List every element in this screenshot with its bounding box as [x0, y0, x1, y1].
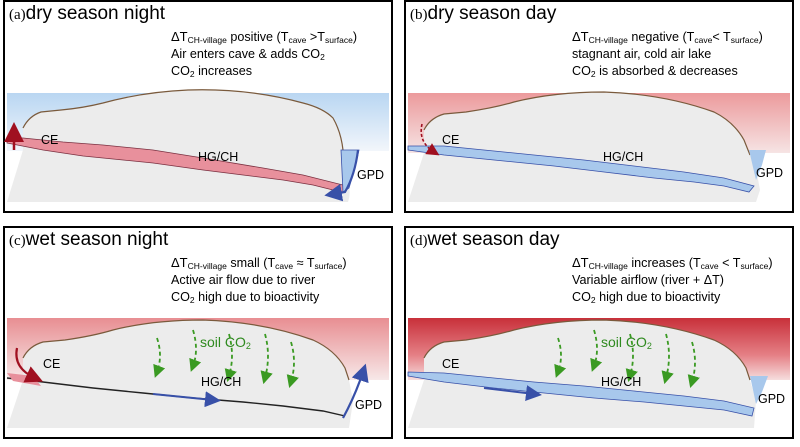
soil-co2-arrow	[189, 329, 202, 372]
label-gpd: GPD	[355, 398, 383, 412]
panel-d: (d)wet season day ΔTCH-village increases…	[404, 226, 794, 439]
label-soil-co2: soil CO2	[601, 334, 652, 351]
label-gpd: GPD	[357, 168, 385, 182]
outflow-arrow	[15, 347, 44, 383]
label-hg-ch: HG/CH	[198, 150, 239, 164]
panel-d-diagram	[404, 226, 794, 439]
panel-title: (d)wet season day	[410, 229, 560, 250]
label-ce: CE	[442, 357, 460, 371]
label-ce: CE	[442, 133, 460, 147]
soil-co2-arrow	[590, 329, 603, 372]
panel-info: ΔTCH-village positive (Tcave >Tsurface) …	[171, 29, 358, 79]
cave-ceiling	[423, 319, 751, 381]
soil-co2-arrow	[153, 337, 166, 378]
panel-a: (a)dry season night ΔTCH-village positiv…	[3, 0, 393, 213]
panel-c-diagram	[3, 226, 393, 439]
cave-body	[7, 320, 353, 428]
soil-co2-arrow	[224, 333, 237, 383]
panel-b-diagram	[404, 0, 794, 213]
panel-info: ΔTCH-village negative (Tcave< Tsurface) …	[572, 29, 763, 79]
soil-co2-arrow	[661, 333, 674, 385]
soil-co2-arrow	[687, 341, 700, 389]
label-ce: CE	[43, 357, 61, 371]
label-gpd: GPD	[758, 392, 786, 406]
cave-ceiling	[22, 319, 350, 381]
panel-title: (c)wet season night	[9, 229, 169, 250]
soil-co2-arrow	[554, 337, 567, 378]
cold-air-layer	[407, 371, 755, 417]
cold-air-pool	[749, 150, 766, 180]
panel-b: (b)dry season day ΔTCH-village negative …	[404, 0, 794, 213]
soil-co2-arrow	[286, 341, 299, 389]
label-gpd: GPD	[756, 166, 784, 180]
weak-outflow-arrow	[420, 123, 440, 156]
cold-air-pool	[750, 376, 768, 404]
river-airflow-arrow	[483, 385, 542, 401]
panel-a-diagram	[3, 0, 393, 213]
panel-info: ΔTCH-village increases (Tcave < Tsurface…	[572, 255, 773, 305]
label-hg-ch: HG/CH	[601, 375, 642, 389]
panel-title: (b)dry season day	[410, 3, 557, 24]
soil-co2-arrow	[260, 333, 273, 385]
river-airflow-arrow	[152, 391, 221, 408]
cave-ceiling	[423, 91, 751, 156]
label-hg-ch: HG/CH	[603, 150, 644, 164]
panel-c: (c)wet season night ΔTCH-village small (…	[3, 226, 393, 439]
inflow-arrow	[342, 363, 369, 419]
soil-co2-arrow	[625, 333, 638, 383]
panel-info: ΔTCH-village small (Tcave ≈ Tsurface) Ac…	[171, 255, 347, 305]
panel-title: (a)dry season night	[9, 3, 166, 24]
cave-ceiling	[22, 89, 344, 151]
label-hg-ch: HG/CH	[201, 375, 242, 389]
label-ce: CE	[41, 133, 59, 147]
cold-air-layer	[407, 145, 755, 193]
inflow-arrow	[324, 149, 360, 202]
label-soil-co2: soil CO2	[200, 334, 251, 351]
